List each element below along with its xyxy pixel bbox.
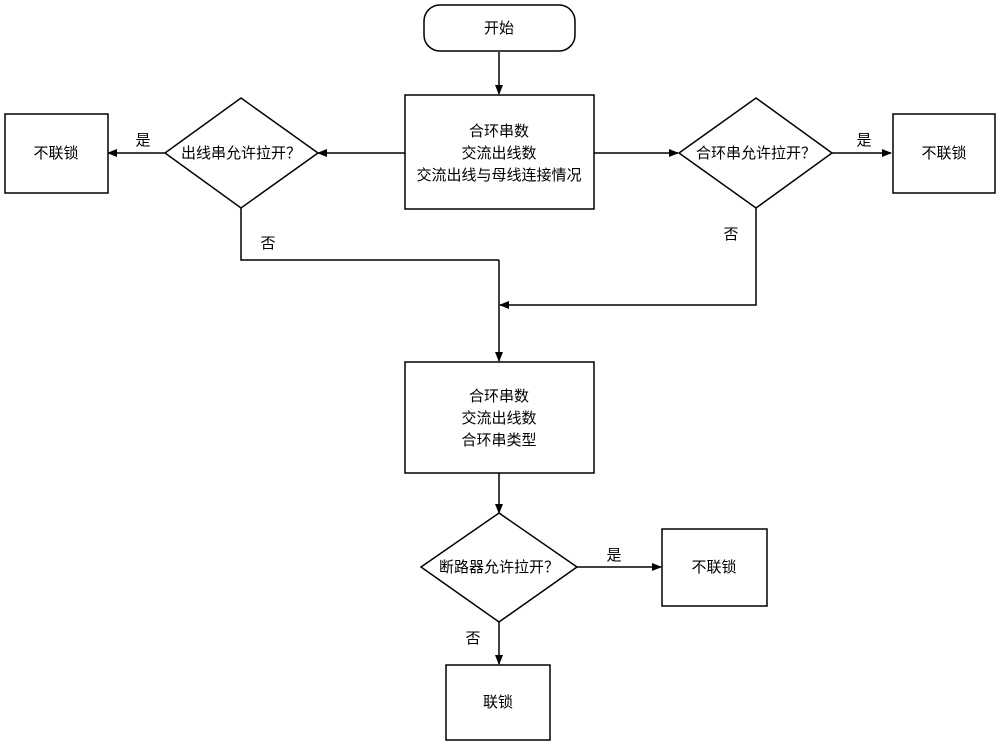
result-no-lock-bottom: 不联锁 bbox=[661, 528, 768, 607]
result-lock: 联锁 bbox=[445, 664, 551, 741]
result-no-lock-left: 不联锁 bbox=[4, 113, 109, 194]
result-lock-label: 联锁 bbox=[483, 693, 513, 711]
edge-right-decision-no bbox=[499, 208, 757, 309]
start-node: 开始 bbox=[423, 4, 576, 52]
decision-outgoing-string: 出线串允许拉开？ bbox=[163, 97, 320, 209]
edge-label-no-right: 否 bbox=[723, 225, 738, 243]
info-box-2-line-2: 交流出线数 bbox=[461, 409, 536, 427]
result-no-lock-bottom-label: 不联锁 bbox=[691, 558, 736, 576]
decision-breaker: 断路器允许拉开？ bbox=[419, 512, 579, 623]
info-box-1: 合环串数 交流出线数 交流出线与母线连接情况 bbox=[404, 94, 595, 210]
result-no-lock-left-label: 不联锁 bbox=[33, 144, 78, 162]
info-box-2-line-1: 合环串数 bbox=[469, 387, 529, 405]
edge-label-no-breaker: 否 bbox=[465, 629, 480, 647]
decision-closed-loop-string: 合环串允许拉开？ bbox=[677, 97, 834, 209]
result-no-lock-right: 不联锁 bbox=[892, 113, 996, 194]
decision-breaker-label: 断路器允许拉开？ bbox=[439, 558, 559, 576]
result-no-lock-right-label: 不联锁 bbox=[921, 144, 966, 162]
info-box-1-line-2: 交流出线数 bbox=[461, 144, 536, 162]
edge-label-yes-left: 是 bbox=[135, 131, 150, 149]
edge-label-yes-breaker: 是 bbox=[606, 546, 621, 564]
decision-outgoing-string-label: 出线串允许拉开？ bbox=[181, 144, 301, 162]
info-box-2-line-3: 合环串类型 bbox=[461, 431, 536, 449]
start-label: 开始 bbox=[484, 19, 514, 37]
edge-label-yes-right: 是 bbox=[856, 131, 871, 149]
edge-label-no-left: 否 bbox=[260, 234, 275, 252]
info-box-1-line-1: 合环串数 bbox=[469, 122, 529, 140]
edge-left-decision-no bbox=[240, 208, 499, 261]
info-box-1-line-3: 交流出线与母线连接情况 bbox=[416, 166, 581, 184]
decision-closed-loop-string-label: 合环串允许拉开？ bbox=[696, 144, 816, 162]
info-box-2: 合环串数 交流出线数 合环串类型 bbox=[404, 361, 595, 474]
